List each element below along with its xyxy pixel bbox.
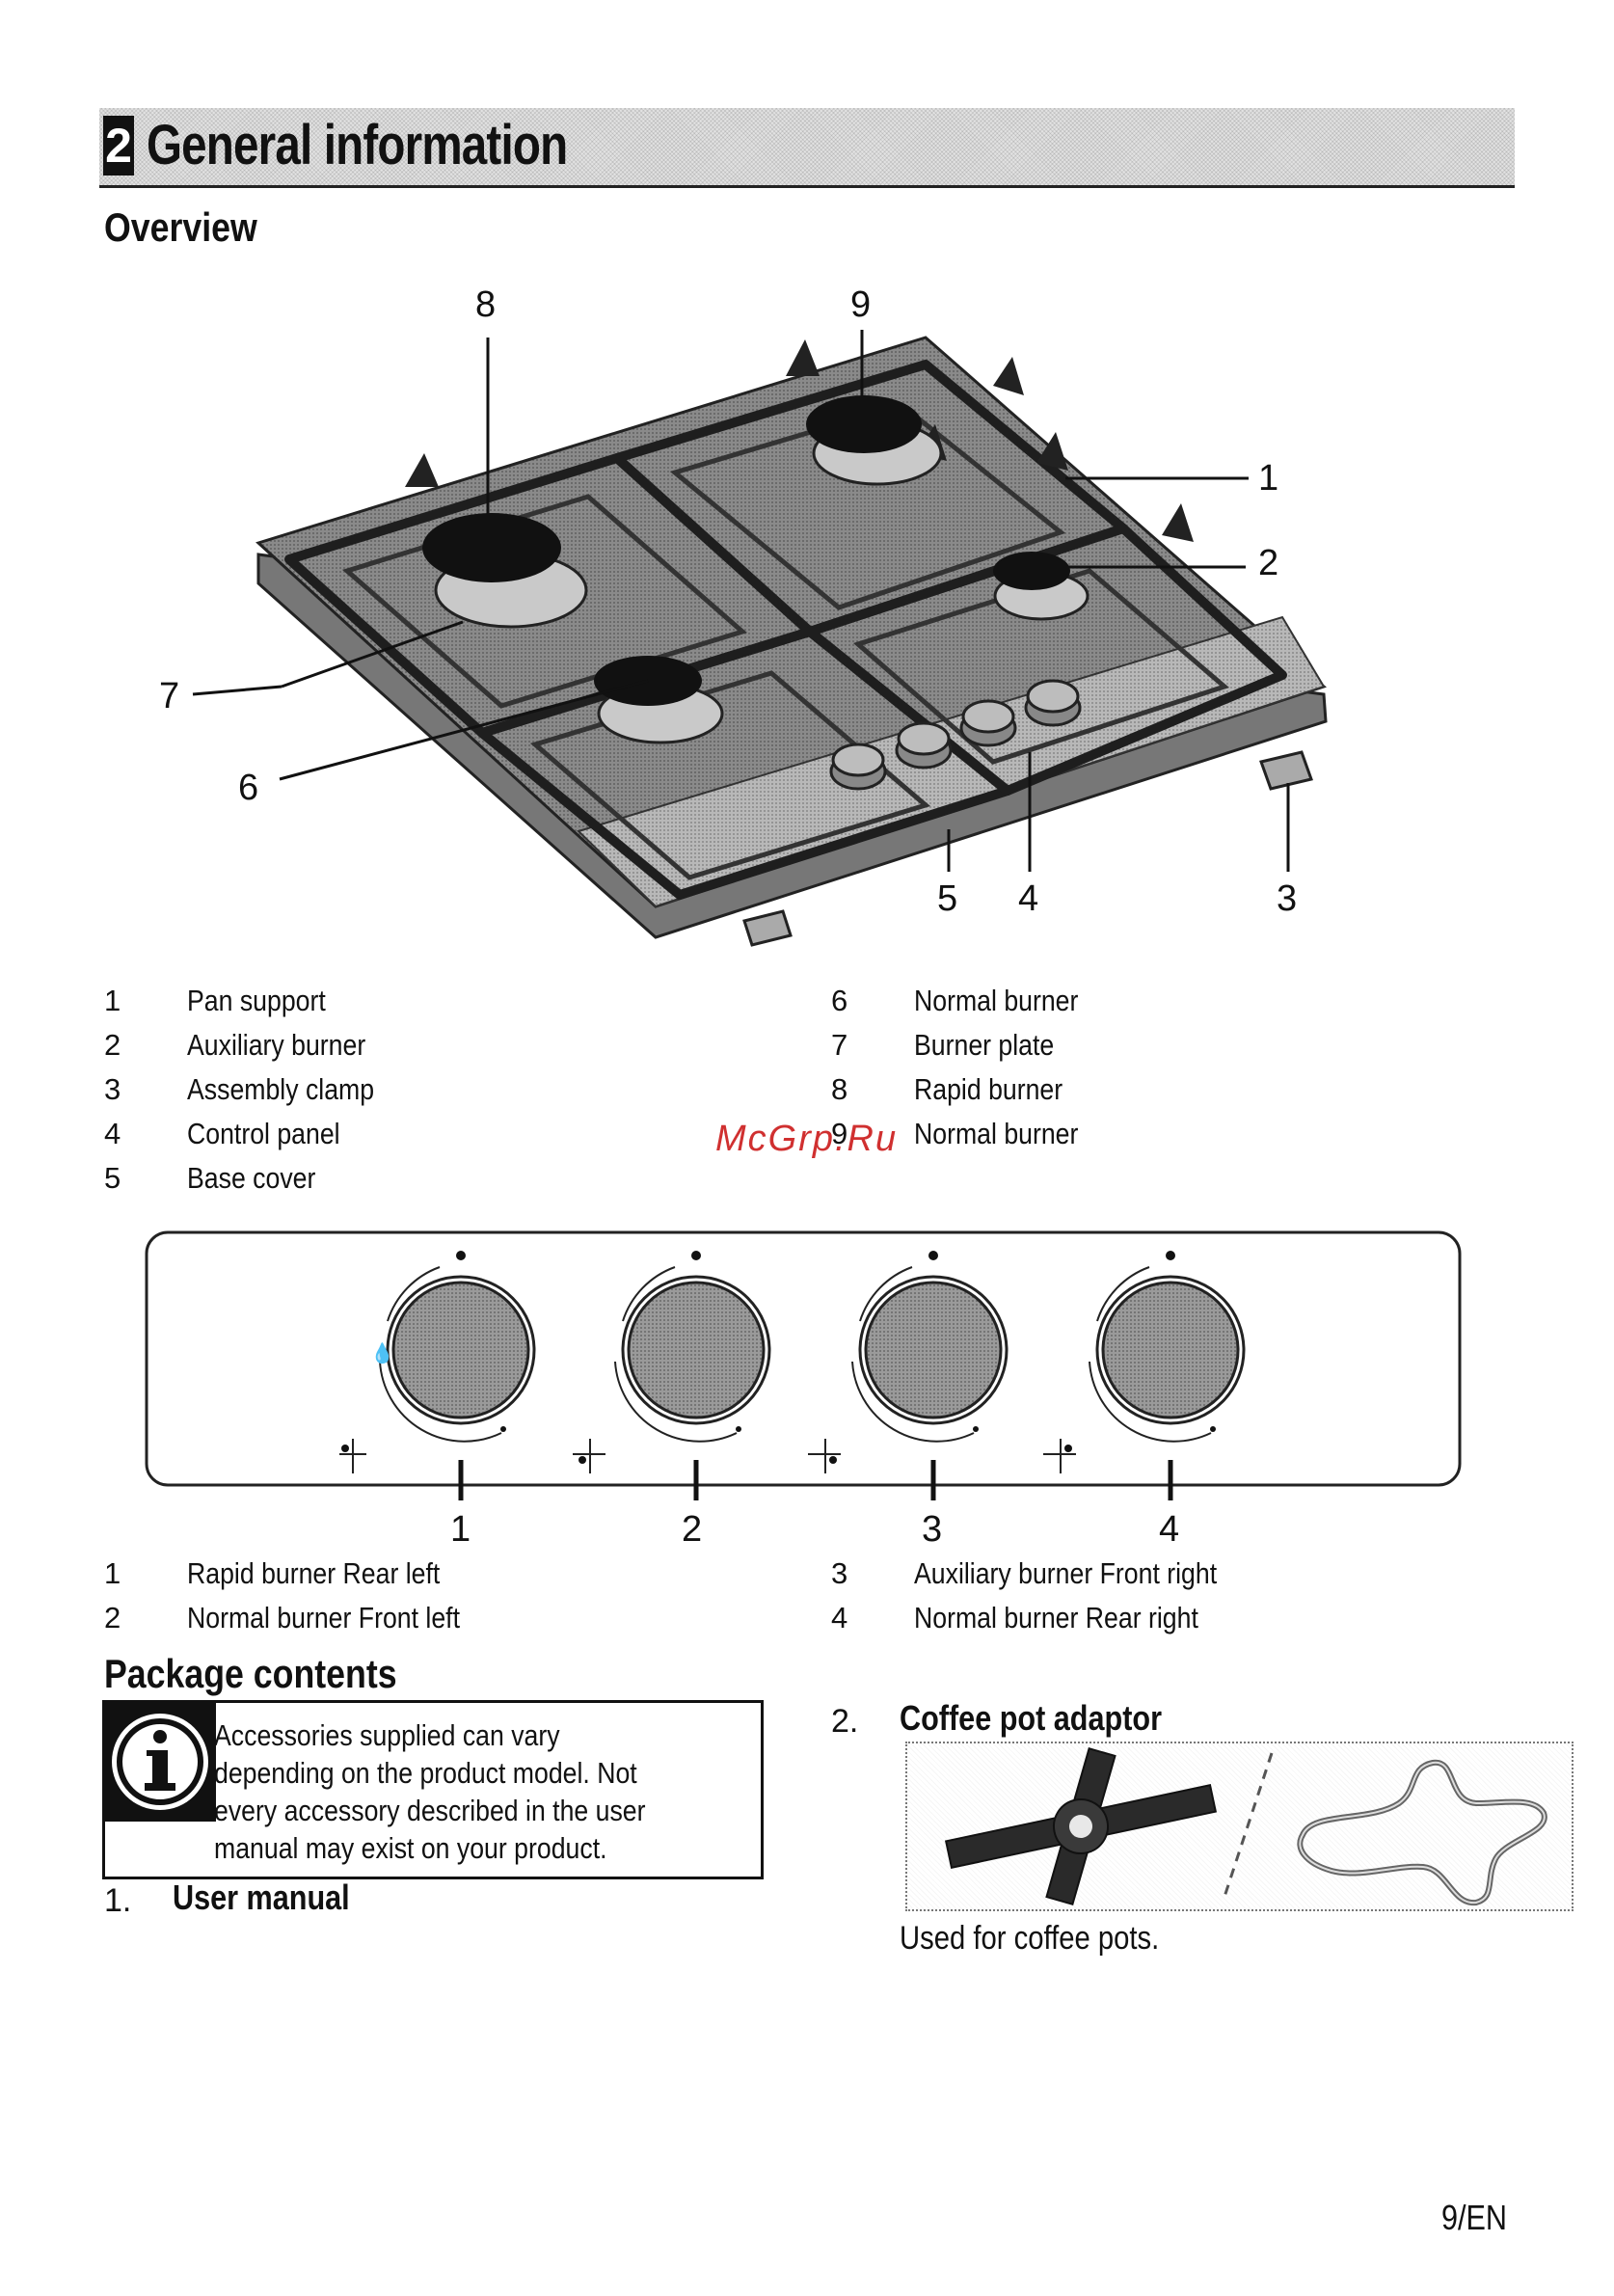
package-item-coffee-pot-adaptor: Coffee pot adaptor [900,1698,1162,1738]
knob-number: 2 [104,1601,121,1634]
hob-illustration [192,330,1328,947]
part-number: 5 [104,1161,121,1195]
part-label: Auxiliary burner [187,1028,366,1062]
knob-callout-2: 2 [682,1509,703,1550]
part-label: Normal burner [914,984,1079,1017]
knob-4 [1043,1251,1246,1500]
info-note-text: Accessories supplied can vary depending … [214,1718,646,1865]
svg-text:💧: 💧 [370,1341,394,1364]
overview-heading: Overview [104,204,257,250]
knob-label: Auxiliary burner Front right [914,1556,1218,1590]
part-number: 7 [831,1028,848,1062]
knob-callout-4: 4 [1159,1509,1180,1550]
callout-3: 3 [1277,878,1298,919]
package-item-number: 1. [104,1882,132,1919]
knob-number: 1 [104,1556,121,1590]
info-icon [104,1702,216,1822]
knob-label: Rapid burner Rear left [187,1556,441,1590]
chapter-header-band [99,108,1515,188]
knob-3 [808,1251,1009,1500]
part-label: Assembly clamp [187,1072,375,1106]
part-label: Control panel [187,1117,340,1150]
knob-label: Normal burner Front left [187,1601,460,1634]
assembly-clamps [742,750,1313,947]
knob-callout-3: 3 [922,1509,943,1550]
package-item-user-manual: User manual [173,1877,350,1917]
part-label: Base cover [187,1161,316,1195]
normal-burner-rear-right [806,395,943,486]
part-number: 4 [104,1117,121,1150]
part-number: 2 [104,1028,121,1062]
part-number: 9 [831,1117,848,1150]
callout-leader-lines [192,330,1290,872]
part-number: 3 [104,1072,121,1106]
knob-2 [573,1251,771,1500]
callout-1: 1 [1258,458,1279,499]
callout-9: 9 [850,284,872,325]
package-contents-heading: Package contents [104,1651,397,1696]
rapid-burner-rear-left [422,513,588,629]
knob-number: 4 [831,1601,848,1634]
knob-1: 💧 [339,1251,536,1500]
chapter-number: 2 [103,116,134,176]
part-number: 8 [831,1072,848,1106]
auxiliary-burner-front-right [993,552,1089,621]
part-label: Pan support [187,984,326,1017]
part-label: Burner plate [914,1028,1055,1062]
callout-2: 2 [1258,543,1279,583]
callout-8: 8 [475,284,497,325]
chapter-title: General information [147,114,568,176]
part-number: 6 [831,984,848,1017]
coffee-pot-adaptor-caption: Used for coffee pots. [900,1920,1160,1957]
callout-6: 6 [238,768,259,808]
part-label: Rapid burner [914,1072,1063,1106]
part-number: 1 [104,984,121,1017]
knob-callout-1: 1 [450,1509,471,1550]
hob-control-knobs [829,679,1082,791]
watermark: McGrp.Ru [715,1119,899,1159]
knob-label: Normal burner Rear right [914,1601,1198,1634]
page-number: 9/EN [1441,2198,1508,2237]
knob-number: 3 [831,1556,848,1590]
coffee-pot-adaptor-image [905,1742,1574,1911]
callout-7: 7 [159,676,180,716]
callout-4: 4 [1018,878,1039,919]
part-label: Normal burner [914,1117,1079,1150]
control-panel-diagram: 💧 [145,1230,1462,1500]
callout-5: 5 [937,878,958,919]
package-item-number: 2. [831,1703,859,1740]
